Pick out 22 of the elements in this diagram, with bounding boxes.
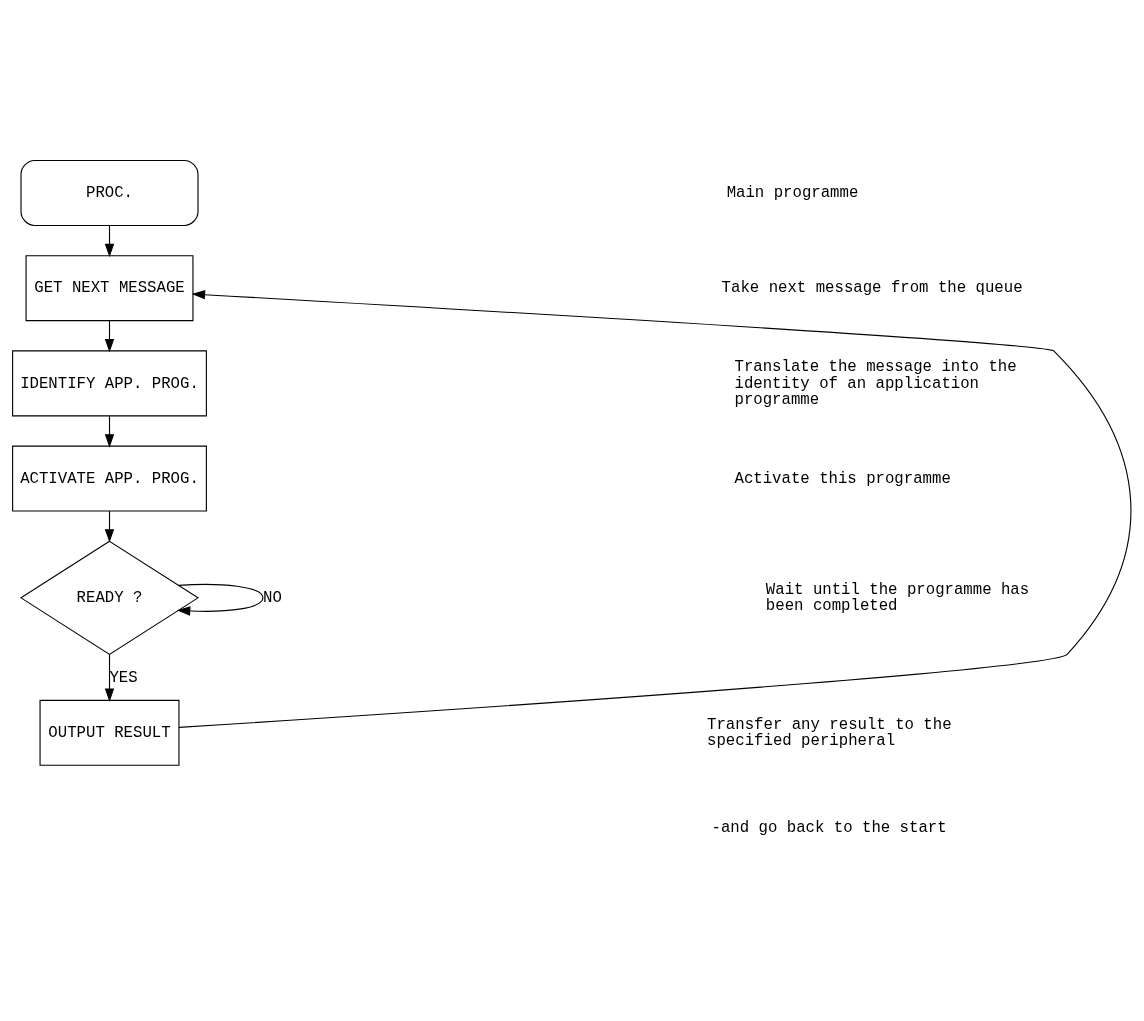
arrow: [104, 320, 115, 353]
label: -and go back to the start: [711, 819, 947, 838]
node-box: PROC.: [20, 159, 199, 226]
edge-label: YES: [109, 668, 138, 687]
label: Take next message from the queue: [721, 279, 1023, 298]
node-diamond: READY ?: [20, 540, 200, 656]
arrow: [178, 290, 1132, 728]
arrow: [104, 510, 115, 543]
label: Activate this programme: [734, 469, 951, 488]
node-box: ACTIVATE APP. PROG.: [12, 445, 207, 512]
label: Transfer any result to the specified peripheral: [707, 715, 952, 751]
arrow: [104, 225, 115, 258]
arrow: [104, 653, 115, 702]
node-box: GET NEXT MESSAGE: [25, 255, 194, 322]
node-box: OUTPUT RESULT: [39, 699, 180, 766]
edge-label: NO: [263, 589, 282, 608]
label: Wait until the programme has been completed: [765, 580, 1030, 616]
label: Main programme: [726, 184, 859, 203]
label: Translate the message into the identity of an application programme: [734, 357, 1017, 410]
arrow: [104, 415, 115, 448]
node-box: IDENTIFY APP. PROG.: [12, 350, 207, 417]
arrow: [176, 583, 264, 616]
